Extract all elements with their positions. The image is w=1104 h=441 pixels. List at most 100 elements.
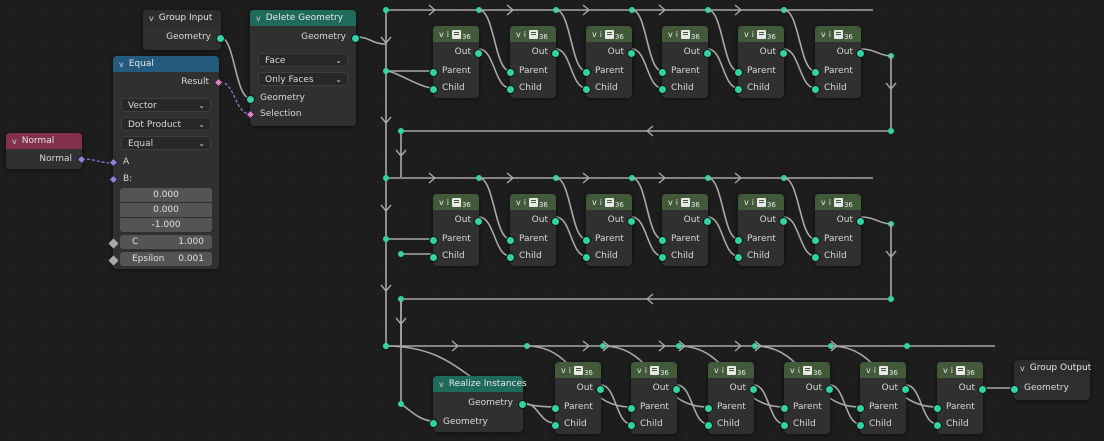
reroute-point[interactable] xyxy=(781,175,787,181)
node-group-out-socket[interactable] xyxy=(596,385,605,394)
reroute-point[interactable] xyxy=(752,343,758,349)
reroute-point[interactable] xyxy=(888,296,894,302)
chevron-down-icon[interactable]: v xyxy=(668,197,673,207)
delete-geometry-header[interactable]: v Delete Geometry xyxy=(250,10,356,26)
chevron-down-icon[interactable]: v xyxy=(516,197,521,207)
node-group-out-socket[interactable] xyxy=(474,217,483,226)
node-group-parent-socket[interactable] xyxy=(429,236,438,245)
realize-instances-header[interactable]: v Realize Instances xyxy=(433,376,527,392)
reroute-point[interactable] xyxy=(398,128,404,134)
node-group-header[interactable]: v i 36 xyxy=(937,362,983,378)
reroute-point[interactable] xyxy=(383,175,389,181)
node-group-out-socket[interactable] xyxy=(474,49,483,58)
node-group-instance[interactable]: v i 36 Out Parent Child xyxy=(734,194,788,266)
equal-node[interactable]: v Equal Result Vector⌄ Dot Product⌄ Equa… xyxy=(108,56,224,269)
node-group-child-socket[interactable] xyxy=(933,421,942,430)
delete-geometry-output-socket[interactable] xyxy=(351,34,360,43)
delete-geometry-node[interactable]: v Delete Geometry Geometry Face⌄ Only Fa… xyxy=(245,10,360,126)
reroute-point[interactable] xyxy=(888,128,894,134)
reroute-point[interactable] xyxy=(904,343,910,349)
normal-node[interactable]: v Normal Normal xyxy=(6,133,87,169)
node-group-instance[interactable]: v i 36 Out Parent Child xyxy=(856,362,910,434)
node-group-parent-socket[interactable] xyxy=(734,236,743,245)
node-group-out-socket[interactable] xyxy=(856,49,865,58)
reroute-point[interactable] xyxy=(383,236,389,242)
reroute-point[interactable] xyxy=(553,175,559,181)
node-group-parent-socket[interactable] xyxy=(856,404,865,413)
reroute-point[interactable] xyxy=(476,7,482,13)
node-group-parent-socket[interactable] xyxy=(811,236,820,245)
node-group-child-socket[interactable] xyxy=(734,85,743,94)
node-group-out-socket[interactable] xyxy=(901,385,910,394)
node-group-instance[interactable]: v i 36 Out Parent Child xyxy=(551,362,605,434)
node-group-instance[interactable]: v i 36 Out Parent Child xyxy=(429,26,483,98)
node-group-header[interactable]: v i 36 xyxy=(815,26,861,42)
reroute-point[interactable] xyxy=(705,7,711,13)
reroute-point[interactable] xyxy=(383,68,389,74)
reroute-point[interactable] xyxy=(828,343,834,349)
chevron-down-icon[interactable]: v xyxy=(149,13,154,23)
b-y-field[interactable]: 0.000 xyxy=(120,203,212,217)
node-group-child-socket[interactable] xyxy=(582,253,591,262)
group-input-geometry-socket[interactable] xyxy=(216,34,225,43)
node-group-header[interactable]: v i 36 xyxy=(860,362,906,378)
reroute-point[interactable] xyxy=(888,221,894,227)
node-group-child-socket[interactable] xyxy=(780,421,789,430)
realize-output-socket[interactable] xyxy=(518,400,527,409)
reroute-point[interactable] xyxy=(476,175,482,181)
node-group-out-socket[interactable] xyxy=(627,49,636,58)
node-group-child-socket[interactable] xyxy=(658,253,667,262)
chevron-down-icon[interactable]: v xyxy=(637,365,642,375)
node-group-header[interactable]: v i 36 xyxy=(708,362,754,378)
reroute-point[interactable] xyxy=(781,7,787,13)
group-input-node[interactable]: v Group Input Geometry xyxy=(143,10,225,50)
reroute-point[interactable] xyxy=(383,343,389,349)
node-group-instance[interactable]: v i 36 Out Parent Child xyxy=(734,26,788,98)
chevron-down-icon[interactable]: v xyxy=(714,365,719,375)
node-group-out-socket[interactable] xyxy=(551,217,560,226)
reroute-point[interactable] xyxy=(398,401,404,407)
node-group-parent-socket[interactable] xyxy=(429,68,438,77)
node-group-child-socket[interactable] xyxy=(627,421,636,430)
node-group-out-socket[interactable] xyxy=(672,385,681,394)
chevron-down-icon[interactable]: v xyxy=(12,136,17,146)
chevron-down-icon[interactable]: v xyxy=(256,13,261,23)
domain-dropdown[interactable]: Face⌄ xyxy=(258,53,348,67)
node-group-parent-socket[interactable] xyxy=(658,236,667,245)
epsilon-socket[interactable] xyxy=(108,255,119,266)
chevron-down-icon[interactable]: v xyxy=(1020,363,1025,373)
normal-header[interactable]: v Normal xyxy=(6,133,82,149)
chevron-down-icon[interactable]: v xyxy=(790,365,795,375)
chevron-down-icon[interactable]: v xyxy=(943,365,948,375)
reroute-point[interactable] xyxy=(398,251,404,257)
node-group-out-socket[interactable] xyxy=(703,217,712,226)
node-group-header[interactable]: v i 36 xyxy=(784,362,830,378)
node-group-instance[interactable]: v i 36 Out Parent Child xyxy=(811,26,865,98)
node-group-parent-socket[interactable] xyxy=(506,68,515,77)
node-group-parent-socket[interactable] xyxy=(734,68,743,77)
node-group-header[interactable]: v i 36 xyxy=(738,194,784,210)
node-group-instance[interactable]: v i 36 Out Parent Child xyxy=(780,362,834,434)
chevron-down-icon[interactable]: v xyxy=(668,29,673,39)
chevron-down-icon[interactable]: v xyxy=(439,29,444,39)
b-x-field[interactable]: 0.000 xyxy=(120,188,212,202)
c-socket[interactable] xyxy=(108,238,119,249)
node-group-out-socket[interactable] xyxy=(551,49,560,58)
reroute-point[interactable] xyxy=(629,7,635,13)
reroute-point[interactable] xyxy=(383,343,389,349)
node-group-out-socket[interactable] xyxy=(779,49,788,58)
node-group-parent-socket[interactable] xyxy=(780,404,789,413)
mode-dropdown[interactable]: Only Faces⌄ xyxy=(258,72,348,86)
chevron-down-icon[interactable]: v xyxy=(592,29,597,39)
node-group-instance[interactable]: v i 36 Out Parent Child xyxy=(582,194,636,266)
node-group-header[interactable]: v i 36 xyxy=(631,362,677,378)
reroute-point[interactable] xyxy=(888,53,894,59)
node-group-parent-socket[interactable] xyxy=(658,68,667,77)
node-group-instance[interactable]: v i 36 Out Parent Child xyxy=(506,194,560,266)
node-group-child-socket[interactable] xyxy=(551,421,560,430)
node-group-header[interactable]: v i 36 xyxy=(555,362,601,378)
node-group-header[interactable]: v i 36 xyxy=(510,194,556,210)
node-group-child-socket[interactable] xyxy=(734,253,743,262)
realize-instances-node[interactable]: v Realize Instances Geometry Geometry xyxy=(429,376,527,432)
